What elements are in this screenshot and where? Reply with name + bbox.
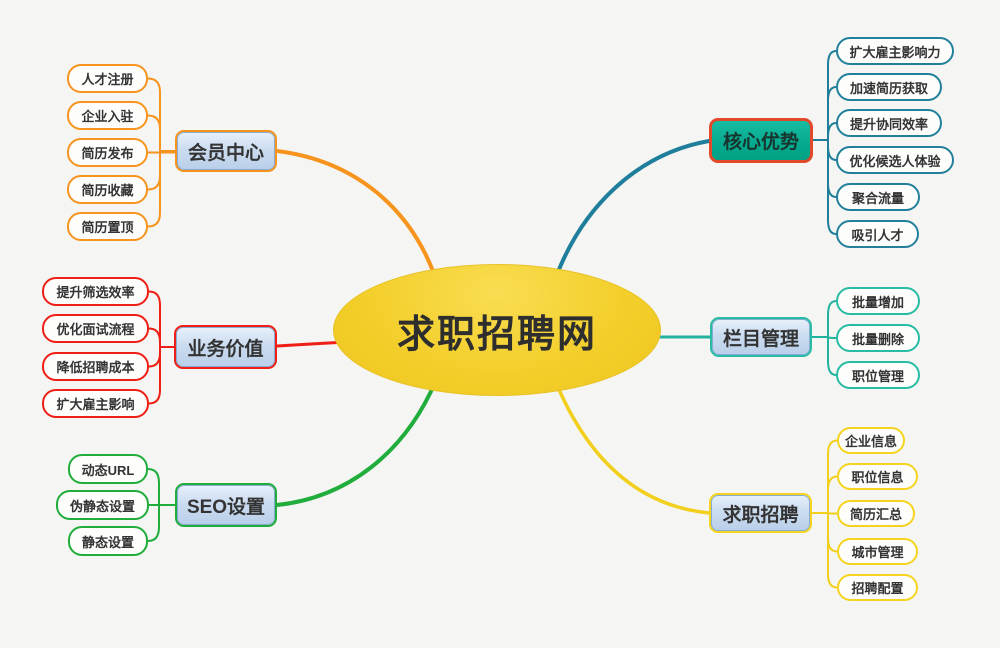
leaf-batch-delete[interactable]: 批量删除 xyxy=(836,324,920,352)
leaf-optimize-interview[interactable]: 优化面试流程 xyxy=(42,314,149,343)
topic-member-center[interactable]: 会员中心 xyxy=(175,130,277,172)
leaf-accelerate-resume[interactable]: 加速简历获取 xyxy=(836,73,942,101)
topic-core-advantages[interactable]: 核心优势 xyxy=(709,118,813,163)
leaf-resume-publish[interactable]: 简历发布 xyxy=(67,138,148,167)
topic-job-recruitment[interactable]: 求职招聘 xyxy=(709,493,812,533)
leaf-expand-employer-influence[interactable]: 扩大雇主影响 xyxy=(42,389,149,418)
leaf-reduce-cost[interactable]: 降低招聘成本 xyxy=(42,352,149,381)
branch-lines-member xyxy=(147,77,442,294)
leaf-city-management[interactable]: 城市管理 xyxy=(837,538,918,565)
leaf-aggregate-traffic[interactable]: 聚合流量 xyxy=(836,183,920,211)
leaf-static-setting[interactable]: 静态设置 xyxy=(68,526,148,556)
branch-lines-job xyxy=(555,383,838,589)
central-topic[interactable]: 求职招聘网 xyxy=(333,264,661,396)
leaf-position-management[interactable]: 职位管理 xyxy=(836,361,920,389)
leaf-company-info[interactable]: 企业信息 xyxy=(837,427,905,454)
leaf-candidate-experience[interactable]: 优化候选人体验 xyxy=(836,146,954,174)
leaf-position-info[interactable]: 职位信息 xyxy=(837,463,918,490)
leaf-collaboration-efficiency[interactable]: 提升协同效率 xyxy=(836,109,942,137)
leaf-attract-talent[interactable]: 吸引人才 xyxy=(836,220,919,248)
topic-business-value[interactable]: 业务价值 xyxy=(174,325,277,369)
leaf-resume-top[interactable]: 简历置顶 xyxy=(67,212,148,241)
leaf-improve-screening[interactable]: 提升筛选效率 xyxy=(42,277,149,306)
leaf-expand-employer-reach[interactable]: 扩大雇主影响力 xyxy=(836,37,954,65)
leaf-dynamic-url[interactable]: 动态URL xyxy=(68,454,148,484)
topic-seo-settings[interactable]: SEO设置 xyxy=(175,483,277,527)
leaf-resume-favorite[interactable]: 简历收藏 xyxy=(67,175,148,204)
topic-column-management[interactable]: 栏目管理 xyxy=(710,317,812,357)
leaf-recruit-config[interactable]: 招聘配置 xyxy=(837,574,918,601)
branch-lines-core xyxy=(550,50,837,290)
branch-lines-seo xyxy=(147,376,439,542)
leaf-enterprise-entry[interactable]: 企业入驻 xyxy=(67,101,148,130)
leaf-resume-summary[interactable]: 简历汇总 xyxy=(837,500,915,527)
leaf-batch-add[interactable]: 批量增加 xyxy=(836,287,920,315)
leaf-pseudo-static[interactable]: 伪静态设置 xyxy=(56,490,149,520)
leaf-talent-register[interactable]: 人才注册 xyxy=(67,64,148,93)
